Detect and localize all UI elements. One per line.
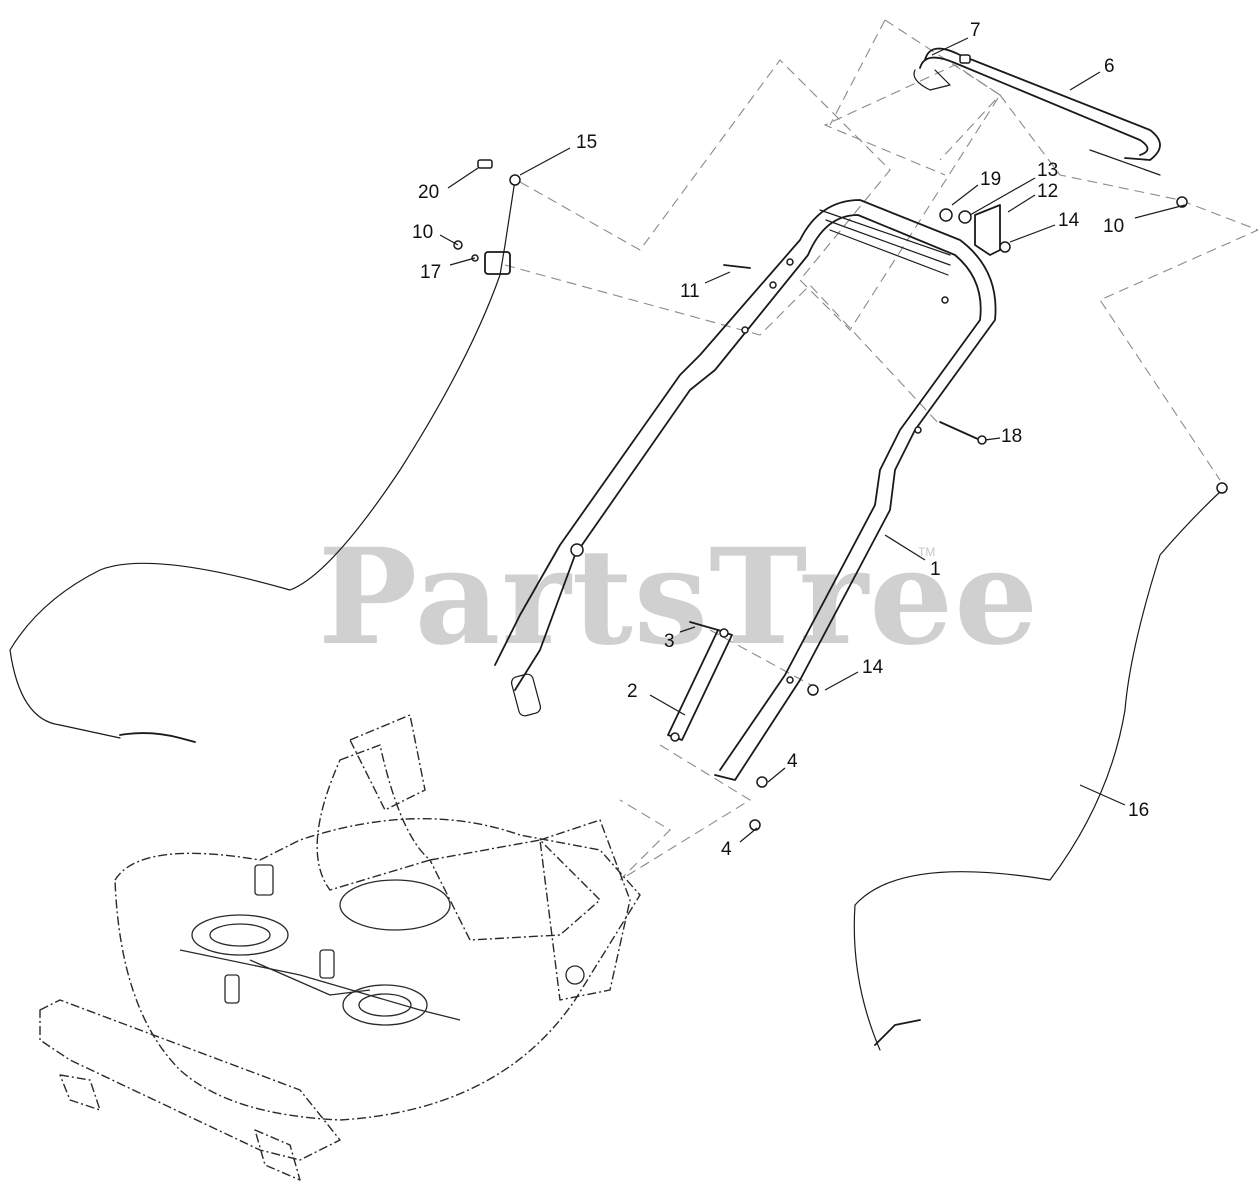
phantom-lines [504,19,1258,881]
callout-12: 12 [1037,181,1058,202]
callout-10-right: 10 [1103,216,1124,237]
leader-lines [439,37,1186,843]
callout-15: 15 [576,132,597,153]
callout-6: 6 [1104,56,1115,77]
callout-10-left: 10 [412,222,433,243]
callout-14-lower: 14 [862,657,884,678]
control-bar [913,47,1161,176]
callout-19: 19 [980,169,1001,190]
callout-17: 17 [420,262,441,283]
brace-bar [667,628,733,742]
cable-left [9,159,521,743]
handle-assembly [494,199,997,781]
callout-1: 1 [930,559,941,580]
mower-deck [39,714,641,1181]
callout-2: 2 [627,681,638,702]
callout-11: 11 [680,281,700,302]
callout-4-upper: 4 [787,751,798,772]
cable-right [853,482,1228,1051]
callout-4-lower: 4 [721,839,732,860]
watermark-trademark: TM [918,545,935,559]
callout-labels: 1 2 3 4 4 6 7 10 10 11 12 13 14 14 15 16… [412,20,1149,860]
bracket-hardware [939,196,1188,256]
callout-3: 3 [664,631,675,652]
callout-18: 18 [1001,426,1022,447]
callout-13: 13 [1037,160,1058,181]
callout-7: 7 [970,20,981,41]
hardware-pins [689,264,987,831]
callout-14-upper: 14 [1058,210,1080,231]
callout-20: 20 [418,182,439,203]
callout-16: 16 [1128,800,1149,821]
watermark: PartsTree [318,520,1039,675]
